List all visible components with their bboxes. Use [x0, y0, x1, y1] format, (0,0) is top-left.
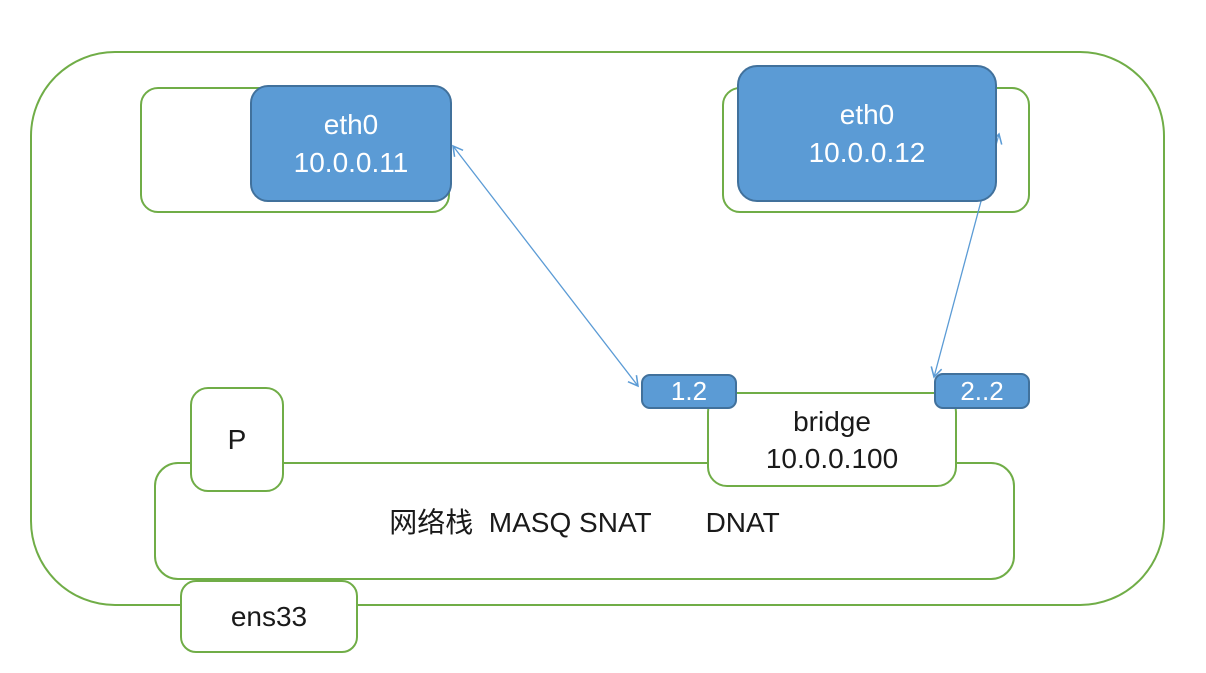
- host-outer-box: [30, 51, 1165, 606]
- ens33-label: ens33: [230, 600, 308, 632]
- bridge-port2-node: 2..2: [934, 373, 1030, 409]
- bridge-node: bridge 10.0.0.100: [707, 392, 957, 487]
- vm1-eth0-ip-label: 10.0.0.11: [293, 146, 409, 178]
- bridge-port1-node: 1.2: [641, 374, 737, 409]
- vm2-eth0-name-label: eth0: [839, 98, 895, 130]
- bridge-port2-label: 2..2: [960, 375, 1004, 406]
- ens33-node: ens33: [180, 580, 358, 653]
- vm1-eth0-name-label: eth0: [323, 108, 379, 140]
- bridge-port1-label: 1.2: [670, 376, 708, 406]
- vm2-eth0-ip-label: 10.0.0.12: [808, 136, 926, 168]
- vm1-eth0-node: eth0 10.0.0.11: [250, 85, 452, 202]
- p-node: P: [190, 387, 284, 492]
- p-node-label: P: [227, 423, 247, 455]
- vm2-eth0-node: eth0 10.0.0.12: [737, 65, 997, 202]
- bridge-ip-label: 10.0.0.100: [765, 442, 899, 474]
- bridge-name-label: bridge: [793, 405, 871, 437]
- network-stack-label: 网络栈 MASQ SNAT DNAT: [389, 507, 780, 538]
